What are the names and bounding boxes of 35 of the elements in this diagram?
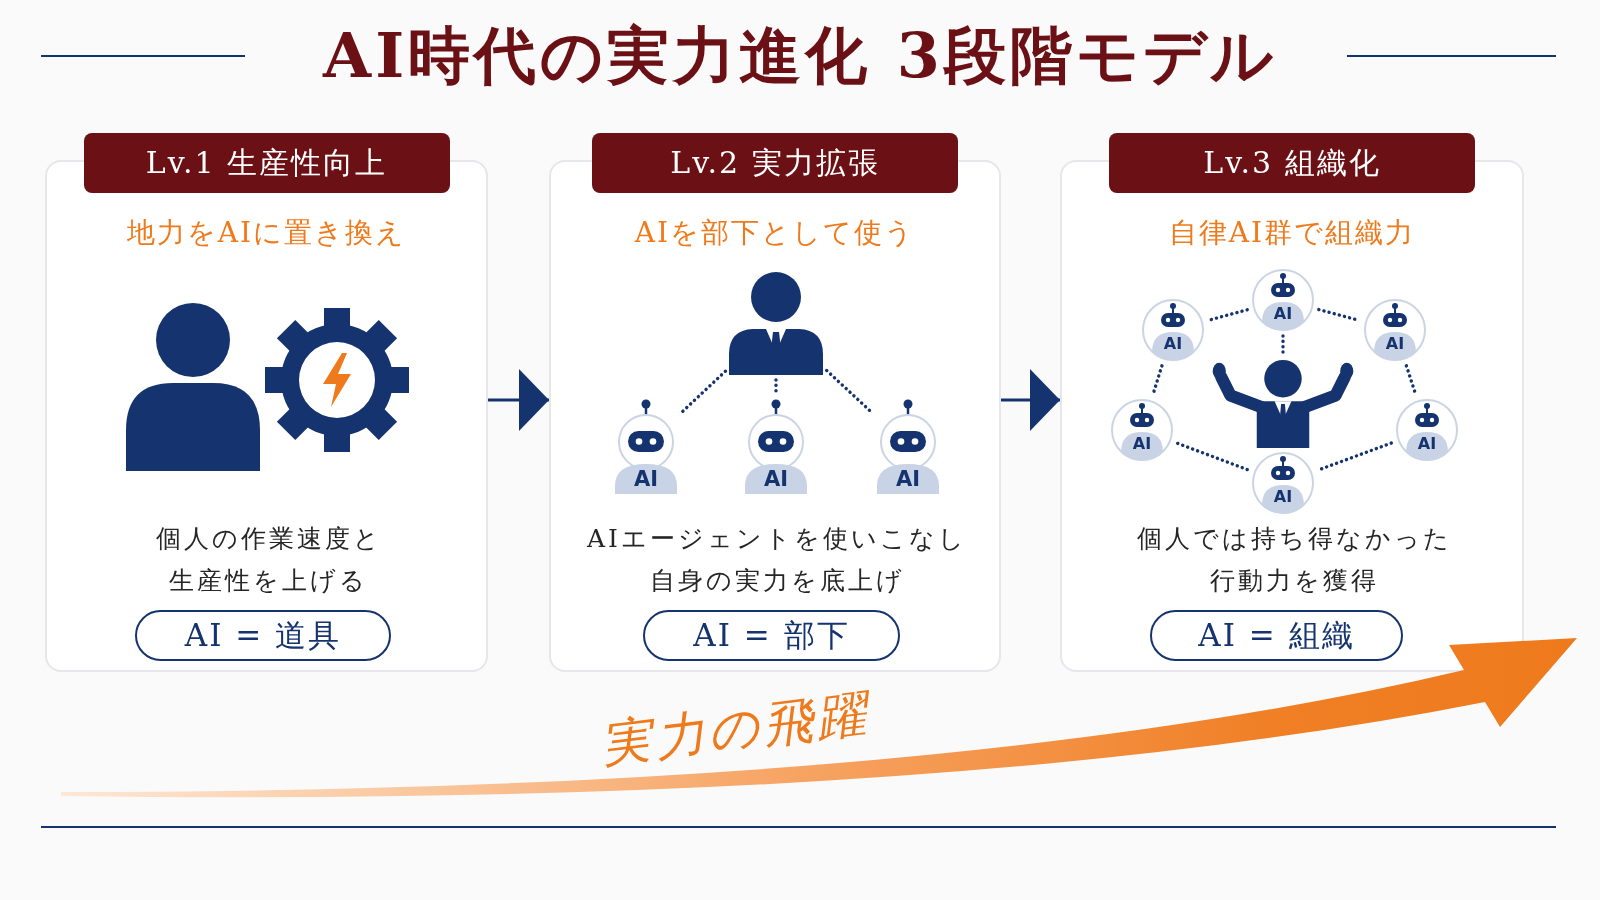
dotted-connector — [679, 369, 728, 415]
heading-banner: Lv.1 生産性向上 — [83, 133, 450, 193]
definition-pill: AI = 組織 — [1150, 610, 1403, 661]
subtitle-text: 地力をAIに置き換え — [126, 215, 407, 251]
dotted-connector — [1404, 364, 1418, 396]
dotted-connector — [1176, 441, 1249, 472]
ai-label: AI — [763, 466, 789, 493]
description-text: 個人の作業速度と生産性を上げる — [154, 523, 383, 597]
heading-banner: Lv.2 実力拡張 — [592, 133, 958, 193]
subtitle-text: AIを部下として使う — [634, 215, 916, 251]
ai-label: AI — [1163, 334, 1183, 354]
arrow — [488, 369, 549, 431]
ai-label: AI — [633, 466, 659, 493]
dotted-connector — [774, 378, 778, 395]
subtitle-text: 自律AI群で組織力 — [1168, 215, 1416, 251]
dotted-connector — [1207, 308, 1249, 322]
heading-banner: Lv.3 組織化 — [1109, 133, 1475, 193]
dotted-connector — [825, 368, 874, 415]
description-text: 個人では持ち得なかった行動力を獲得 — [1135, 523, 1453, 597]
definition-pill: AI = 道具 — [135, 610, 391, 661]
person-icon — [729, 272, 823, 375]
arrow — [1001, 369, 1060, 431]
dotted-connector — [1151, 364, 1164, 396]
arrow-caption: 実力の飛躍 — [597, 682, 874, 776]
ai-label: AI — [895, 466, 921, 493]
definition-pill: AI = 部下 — [643, 610, 900, 661]
dotted-connector — [1317, 441, 1393, 472]
ai-label: AI — [1273, 487, 1293, 507]
ai-label: AI — [1417, 434, 1437, 454]
ai-label: AI — [1132, 434, 1152, 454]
dotted-connector — [1281, 334, 1285, 355]
description-text: AIエージェントを使いこなし自身の実力を底上げ — [586, 523, 968, 597]
ai-label: AI — [1385, 334, 1405, 354]
ai-label: AI — [1273, 304, 1293, 324]
page-title: AI時代の実力進化 3段階モデル — [323, 18, 1277, 94]
